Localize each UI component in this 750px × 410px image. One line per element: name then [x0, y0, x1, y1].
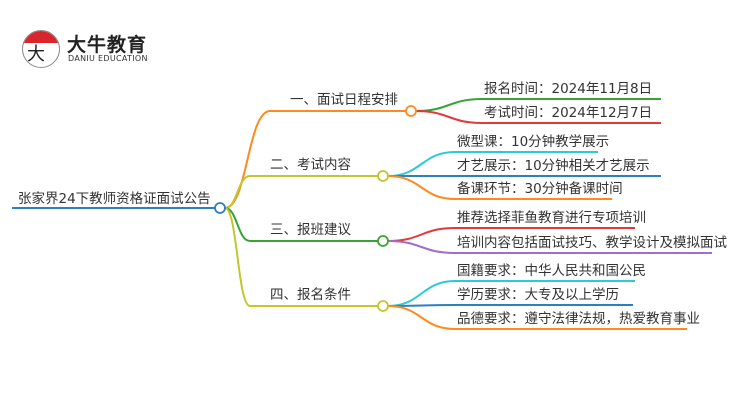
leaf-connector	[387, 151, 456, 177]
branch-collapse-toggle[interactable]	[405, 105, 417, 117]
logo-title: 大牛教育	[67, 34, 148, 56]
branch-collapse-toggle[interactable]	[377, 170, 389, 182]
leaf-connector	[387, 227, 456, 242]
branch-connector	[224, 175, 251, 209]
branch-node-label: 四、报名条件	[270, 287, 351, 303]
leaf-node-label: 考试时间：2024年12月7日	[484, 105, 653, 121]
branch-connector	[224, 207, 251, 307]
leaf-node-label: 备课环节：30分钟备课时间	[457, 181, 623, 197]
branch-connector	[224, 110, 271, 209]
branch-node-label: 一、面试日程安排	[290, 92, 398, 108]
branch-node-label: 三、报班建议	[270, 222, 351, 238]
branch-collapse-toggle[interactable]	[377, 300, 389, 312]
root-collapse-toggle[interactable]	[214, 202, 226, 214]
leaf-connector	[387, 240, 456, 254]
branch-collapse-toggle[interactable]	[377, 235, 389, 247]
leaf-node-label: 报名时间：2024年11月8日	[484, 81, 653, 97]
leaf-connector	[387, 305, 456, 330]
leaf-node-label: 品德要求：遵守法律法规，热爱教育事业	[457, 311, 700, 327]
branch-node-label: 二、考试内容	[270, 157, 351, 173]
leaf-connector	[387, 280, 456, 307]
logo: 大牛 大牛教育 DANIU EDUCATION	[22, 28, 202, 68]
logo-subtitle: DANIU EDUCATION	[68, 54, 148, 63]
leaf-node-label: 推荐选择菲鱼教育进行专项培训	[457, 210, 646, 226]
root-node-label: 张家界24下教师资格证面试公告	[18, 191, 211, 207]
leaf-node-label: 培训内容包括面试技巧、教学设计及模拟面试	[457, 235, 727, 251]
leaf-connector	[415, 98, 483, 112]
leaf-node-label: 学历要求：大专及以上学历	[457, 287, 619, 303]
leaf-connector	[387, 175, 456, 200]
leaf-node-label: 才艺展示：10分钟相关才艺展示	[457, 158, 650, 174]
leaf-node-label: 微型课：10分钟教学展示	[457, 134, 610, 150]
leaf-node-label: 国籍要求：中华人民共和国公民	[457, 263, 646, 279]
leaf-connector	[415, 110, 483, 124]
logo-mark-icon: 大牛	[22, 30, 60, 68]
